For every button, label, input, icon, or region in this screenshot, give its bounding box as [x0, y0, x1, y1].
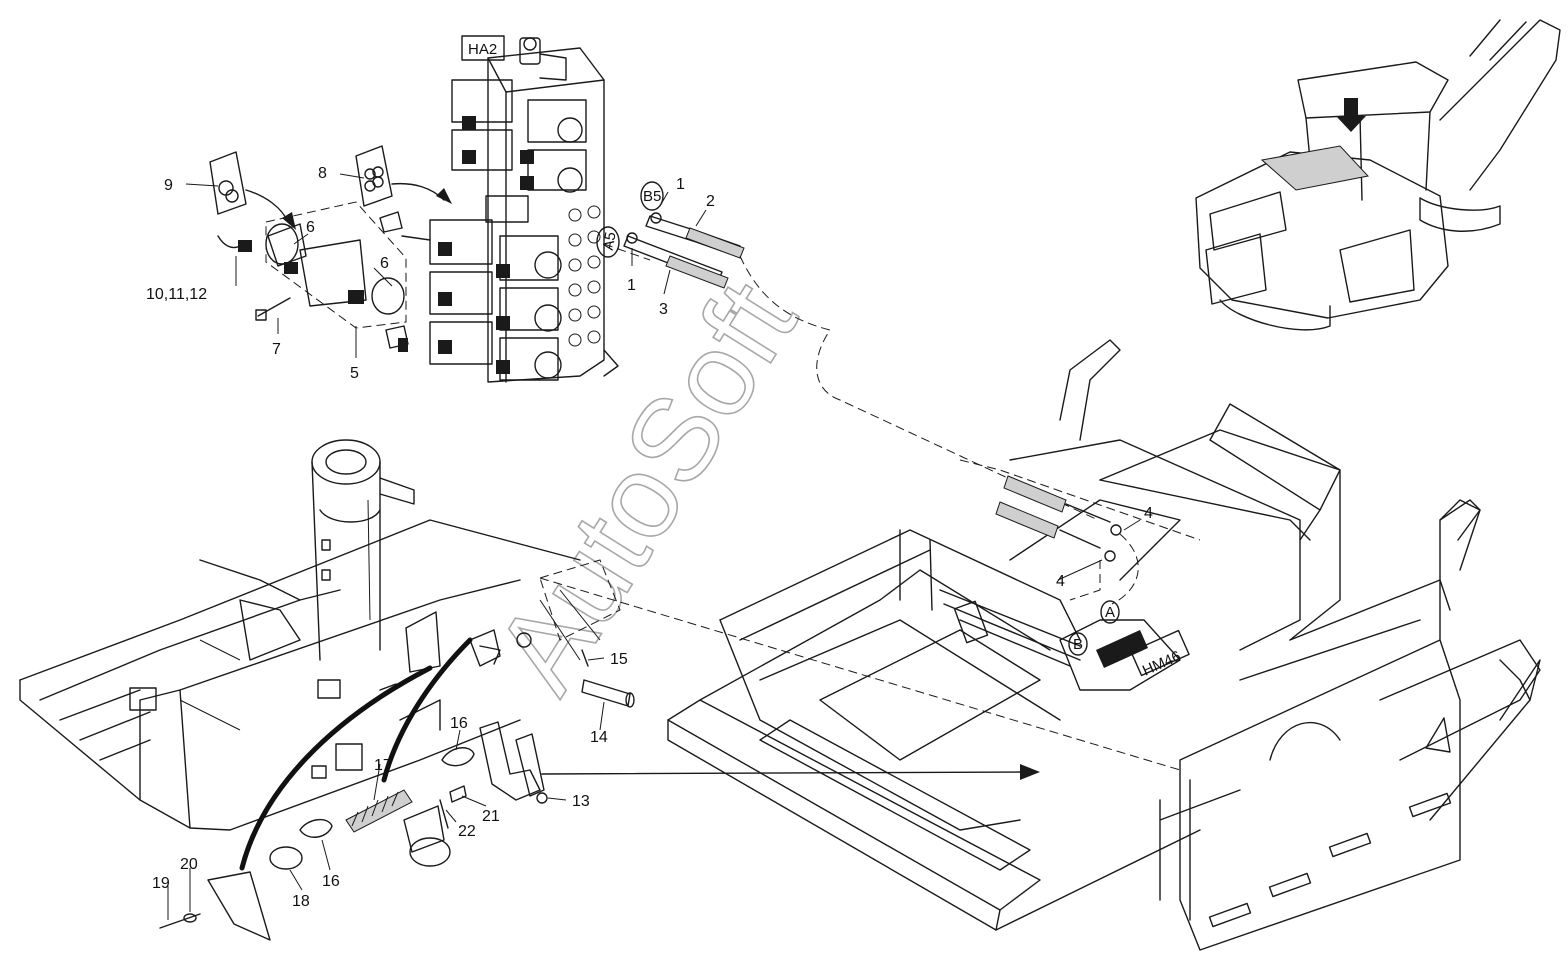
connection-arrow [541, 764, 1040, 780]
callout-14: 14 [590, 729, 608, 746]
svg-text:A: A [1105, 604, 1115, 621]
hoses-upper [603, 212, 1099, 521]
callout-10-11-12: 10,11,12 [146, 286, 207, 303]
watermark: AutoSoft [469, 259, 822, 714]
tag-a5: A5 [596, 226, 620, 258]
callout-21: 21 [482, 808, 500, 825]
svg-text:B5: B5 [643, 188, 661, 205]
seal-kit-bag-8 [355, 145, 393, 207]
manifold-ports [568, 205, 601, 347]
callout-2: 2 [706, 193, 715, 210]
machine-overview-thumbnail [1195, 19, 1561, 331]
callout-8: 8 [318, 165, 327, 182]
tag-ha2: HA2 [468, 41, 497, 58]
solenoid-valve-assembly [209, 145, 452, 352]
callout-13: 13 [572, 793, 590, 810]
callout-leaders [167, 173, 1141, 920]
small-parts [159, 637, 635, 941]
callout-18: 18 [292, 893, 310, 910]
callout-17: 17 [374, 757, 392, 774]
seal-kit-bag-9 [209, 151, 247, 215]
callout-1-bottom: 1 [627, 277, 636, 294]
callout-3: 3 [659, 301, 668, 318]
callout-4-top: 4 [1144, 505, 1153, 522]
callout-6-right: 6 [380, 255, 389, 272]
callout-4-bottom: 4 [1056, 573, 1065, 590]
svg-text:A5: A5 [600, 231, 620, 252]
callout-9: 9 [164, 177, 173, 194]
callout-7: 7 [272, 341, 281, 358]
tag-hm46: HM46 [1140, 648, 1183, 680]
callout-labels: 1 2 1 3 4 4 5 6 6 7 8 9 10,11,12 13 14 1… [146, 165, 1153, 910]
callout-6-left: 6 [306, 219, 315, 236]
callout-16-bottom: 16 [322, 873, 340, 890]
machine-frame-left [19, 439, 621, 831]
callout-1-top: 1 [676, 176, 685, 193]
valve-block-ha2: HA2 B5 A5 [429, 35, 664, 383]
tag-port-a: A [1100, 600, 1120, 624]
callout-20: 20 [180, 856, 198, 873]
callout-22: 22 [458, 823, 476, 840]
solenoid-valve-stack [429, 79, 619, 381]
tag-b5: B5 [640, 181, 664, 211]
callout-15: 15 [610, 651, 628, 668]
svg-text:B: B [1073, 636, 1083, 653]
callout-5: 5 [350, 365, 359, 382]
watermark-text: AutoSoft [470, 260, 822, 714]
tag-port-b: B [1068, 632, 1088, 656]
callout-16-top: 16 [450, 715, 468, 732]
callout-19: 19 [152, 875, 170, 892]
steering-column [311, 439, 415, 661]
